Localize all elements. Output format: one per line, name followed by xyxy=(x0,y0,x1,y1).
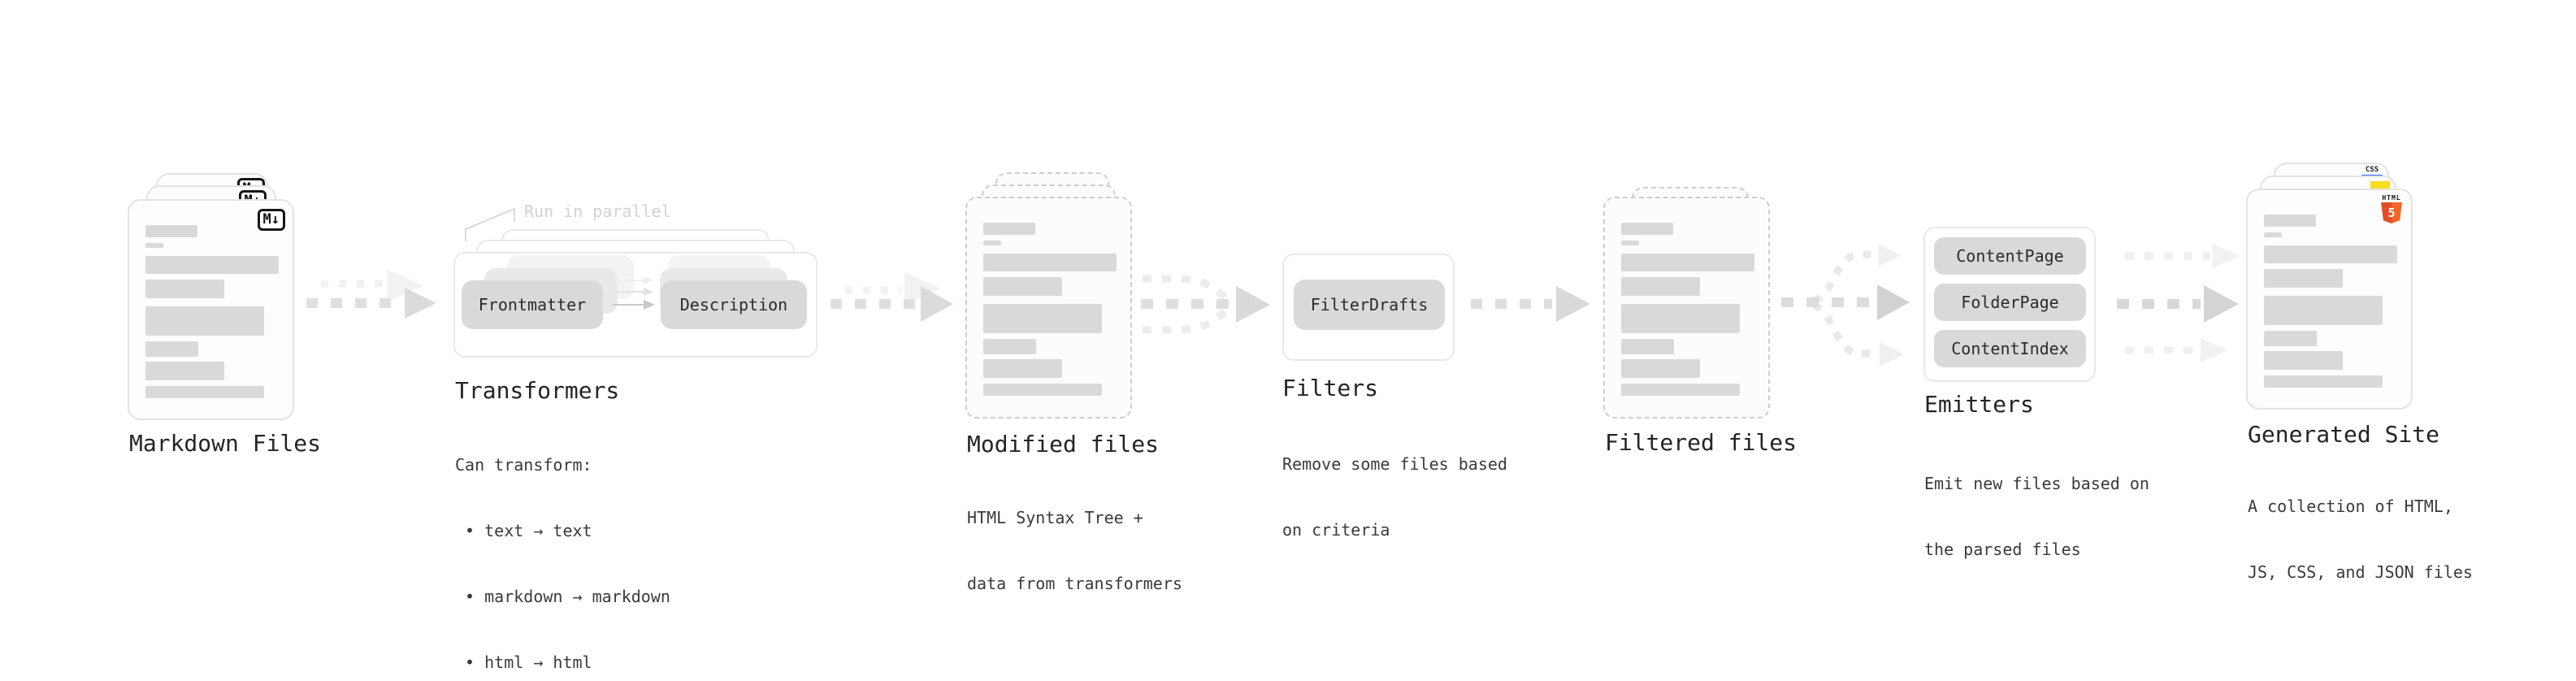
emitter-pill-folderpage: FolderPage xyxy=(1934,284,2086,321)
content-bar xyxy=(1621,359,1700,378)
node-title: Modified files xyxy=(967,431,1160,458)
css-badge-label: CSS xyxy=(2365,166,2379,174)
html5-label: HTML xyxy=(2382,194,2401,202)
node-description-line: • text → text xyxy=(455,521,592,540)
content-bar xyxy=(145,362,224,380)
content-bar xyxy=(145,225,197,237)
content-bar xyxy=(1621,241,1639,245)
file-card xyxy=(965,197,1132,419)
content-bar xyxy=(983,254,1117,271)
html5-icon: HTML 5 xyxy=(2381,194,2402,223)
file-card: M↓ xyxy=(128,199,294,420)
node-description-line: on criteria xyxy=(1282,520,1390,540)
node-description-line: A collection of HTML, xyxy=(2248,497,2453,516)
file-card xyxy=(1603,197,1770,419)
node-description: A collection of HTML, JS, CSS, and JSON … xyxy=(2248,452,2473,627)
content-bar xyxy=(983,241,1001,245)
arrow-modified-to-filters-merge xyxy=(1141,275,1270,334)
content-bar xyxy=(2264,375,2383,388)
node-description-line: JS, CSS, and JSON files xyxy=(2248,562,2473,582)
emitter-pill-contentindex: ContentIndex xyxy=(1934,330,2086,367)
transformer-pill-frontmatter: Frontmatter xyxy=(462,280,603,329)
run-in-parallel-annotation: Run in parallel xyxy=(524,202,671,221)
node-description-line: Emit new files based on xyxy=(1924,474,2149,493)
content-bar xyxy=(1621,384,1740,396)
content-bar xyxy=(145,243,163,248)
arrow-emitters-to-site xyxy=(2117,244,2240,362)
node-description-line: HTML Syntax Tree + xyxy=(967,508,1143,527)
file-card: HTML 5 xyxy=(2246,189,2413,410)
arrow-filters-to-filtered xyxy=(1471,286,1590,322)
content-bar xyxy=(145,341,198,357)
node-description-line: data from transformers xyxy=(967,574,1182,593)
emitter-pill-contentpage: ContentPage xyxy=(1934,237,2086,275)
content-bar xyxy=(145,306,264,336)
node-title: Markdown Files xyxy=(129,430,322,457)
content-bar xyxy=(1621,223,1673,235)
content-bar xyxy=(2264,232,2282,237)
content-bar xyxy=(983,384,1102,396)
node-description: Emit new files based on the parsed files xyxy=(1924,429,2149,605)
node-description-line: Remove some files based xyxy=(1282,454,1507,474)
js-badge-icon xyxy=(2370,181,2390,189)
content-bar xyxy=(1621,339,1674,354)
content-bar xyxy=(983,223,1035,235)
content-bar xyxy=(2264,351,2343,370)
node-description-line: Can transform: xyxy=(455,455,592,475)
arrow-filtered-to-emitters-split xyxy=(1781,244,1910,367)
node-title: Filters xyxy=(1282,375,1379,401)
content-bar xyxy=(2264,331,2317,346)
content-bar xyxy=(1621,277,1700,296)
content-bar xyxy=(2264,245,2397,263)
node-description-line: the parsed files xyxy=(1924,540,2081,559)
node-description-line: • html → html xyxy=(455,653,592,672)
content-bar xyxy=(1621,254,1754,271)
content-bar xyxy=(145,386,264,398)
node-title: Filtered files xyxy=(1605,429,1798,456)
content-bar xyxy=(983,339,1036,354)
filter-pill-filterdrafts: FilterDrafts xyxy=(1294,280,1445,330)
node-title: Transformers xyxy=(455,377,620,404)
markdown-icon: M↓ xyxy=(257,209,285,231)
node-title: Generated Site xyxy=(2248,421,2440,448)
content-bar xyxy=(2264,269,2343,288)
html5-shield: 5 xyxy=(2381,202,2402,223)
node-description: Can transform: • text → text • markdown … xyxy=(455,410,670,681)
content-bar xyxy=(2264,215,2316,227)
node-description: HTML Syntax Tree + data from transformer… xyxy=(967,463,1182,639)
content-bar xyxy=(2264,296,2383,325)
content-bar xyxy=(145,256,279,274)
transformer-pill-description: Description xyxy=(661,280,807,329)
arrow-transformers-to-modified xyxy=(830,272,953,322)
content-bar xyxy=(983,359,1062,378)
content-bar xyxy=(1621,304,1740,333)
node-title: Emitters xyxy=(1924,391,2034,418)
node-description: Remove some files based on criteria xyxy=(1282,410,1507,585)
content-bar xyxy=(145,280,224,298)
node-description-line: • markdown → markdown xyxy=(455,587,670,606)
content-bar xyxy=(983,304,1102,333)
content-bar xyxy=(983,277,1062,296)
arrow-markdown-to-transformers xyxy=(306,269,436,319)
